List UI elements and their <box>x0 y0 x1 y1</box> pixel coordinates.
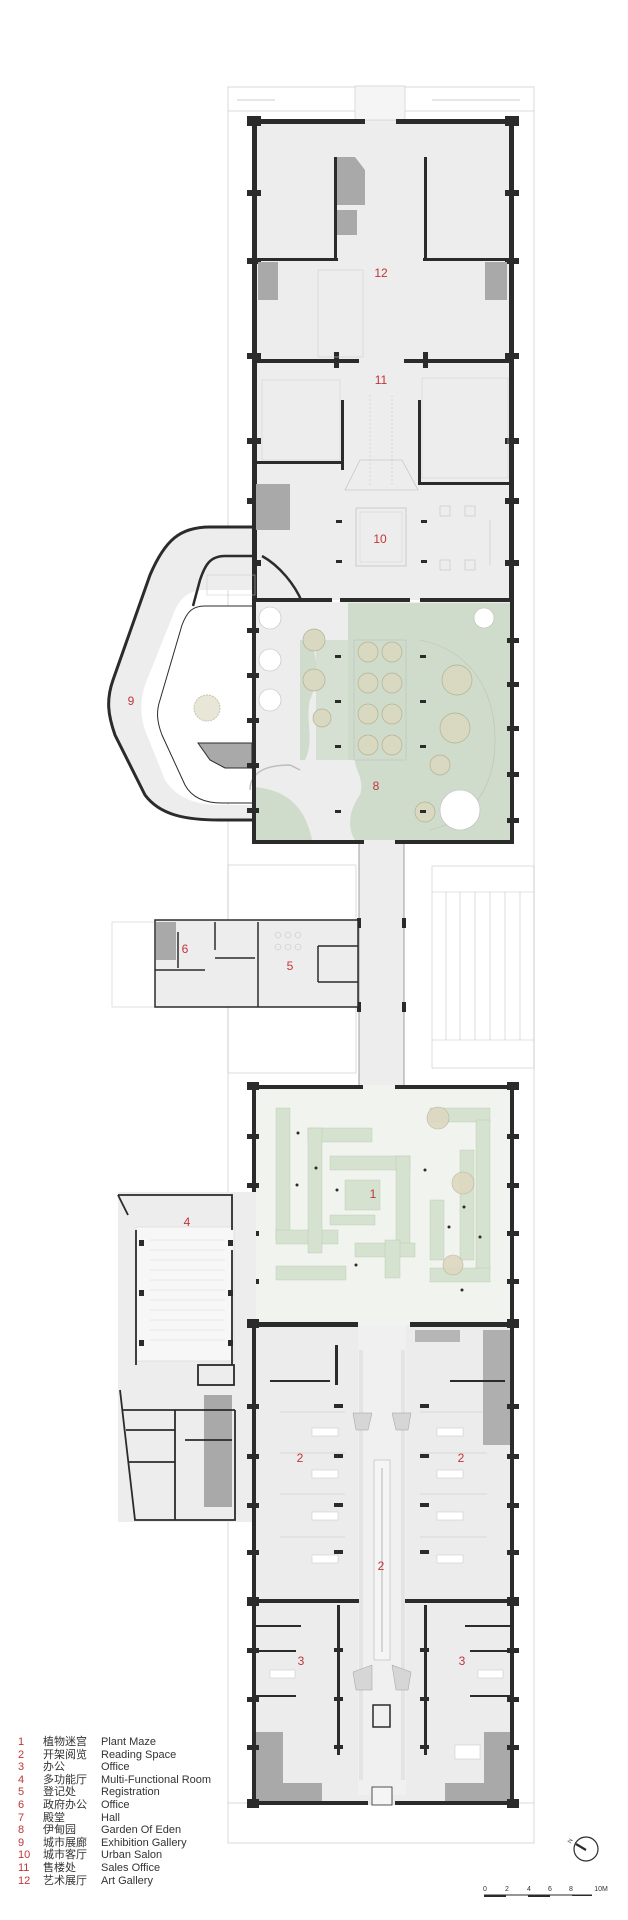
room-number-label: 12 <box>374 266 388 280</box>
south-building <box>247 1319 519 1808</box>
legend-number: 9 <box>18 1836 25 1849</box>
room-number-label: 3 <box>298 1654 305 1668</box>
legend-item: 6 政府办公 Office <box>18 1799 238 1812</box>
legend-english-label: Office <box>101 1798 130 1811</box>
maze-tiles <box>275 1107 491 1283</box>
legend-chinese-label: 办公 <box>43 1761 65 1774</box>
legend-english-label: Office <box>101 1761 130 1774</box>
legend-number: 3 <box>18 1761 25 1774</box>
legend-number: 4 <box>18 1773 25 1786</box>
legend-number: 11 <box>18 1861 30 1874</box>
legend-item: 2 开架阅览 Reading Space <box>18 1749 238 1762</box>
legend-english-label: Urban Salon <box>101 1849 163 1862</box>
room-number-label: 9 <box>128 694 135 708</box>
legend-number: 7 <box>18 1811 25 1824</box>
seating-grid <box>150 1239 225 1341</box>
legend-number: 5 <box>18 1786 25 1799</box>
legend-english-label: Plant Maze <box>101 1736 157 1748</box>
legend-number: 1 <box>18 1736 25 1748</box>
legend-number: 2 <box>18 1748 25 1761</box>
north-building <box>237 85 520 602</box>
legend-number: 8 <box>18 1824 25 1837</box>
north-arrow-icon: N <box>567 1836 599 1862</box>
scale-tick-8: 8 <box>569 1886 573 1893</box>
legend-english-label: Multi-Functional Room <box>101 1773 212 1786</box>
connector-corridor <box>227 844 535 1086</box>
legend-chinese-label: 植物迷宫 <box>43 1736 87 1748</box>
exhibition-gallery-curve <box>107 525 304 822</box>
room-number-label: 8 <box>373 779 380 793</box>
legend-number: 6 <box>18 1798 25 1811</box>
room-number-label: 10 <box>373 532 387 546</box>
legend-chinese-label: 城市客厅 <box>43 1849 87 1862</box>
scale-tick-6: 6 <box>548 1886 552 1893</box>
legend-item: 4 多功能厅 Multi-Functional Room <box>18 1774 238 1787</box>
legend-chinese-label: 城市展廊 <box>43 1836 87 1849</box>
room-number-label: 11 <box>375 373 388 387</box>
room-number-label: 2 <box>297 1451 304 1465</box>
legend-chinese-label: 售楼处 <box>43 1861 76 1874</box>
legend-chinese-label: 开架阅览 <box>43 1748 87 1761</box>
legend-item: 1 植物迷宫 Plant Maze <box>18 1736 238 1749</box>
compass-north-label: N <box>567 1838 574 1845</box>
room-number-label: 3 <box>459 1654 466 1668</box>
legend-english-label: Hall <box>101 1811 120 1824</box>
legend-item: 11 售楼处 Sales Office <box>18 1862 238 1875</box>
legend-item: 9 城市展廊 Exhibition Gallery <box>18 1837 238 1850</box>
room-number-label: 2 <box>458 1451 465 1465</box>
legend-number: 12 <box>18 1874 31 1887</box>
scale-tick-4: 4 <box>527 1886 531 1893</box>
legend-english-label: Exhibition Gallery <box>101 1836 187 1849</box>
room-number-label: 2 <box>378 1559 385 1573</box>
legend-item: 10 城市客厅 Urban Salon <box>18 1849 238 1862</box>
legend-item: 3 办公 Office <box>18 1761 238 1774</box>
legend-chinese-label: 政府办公 <box>43 1798 87 1811</box>
legend-item: 7 殿堂 Hall <box>18 1812 238 1825</box>
legend-chinese-label: 殿堂 <box>43 1811 65 1824</box>
room-number-label: 4 <box>184 1215 191 1229</box>
reading-tables <box>269 1427 504 1760</box>
legend-english-label: Registration <box>101 1786 160 1799</box>
legend: 1 植物迷宫 Plant Maze 2 开架阅览 Reading Space 3 办公 Of… <box>18 1736 238 1887</box>
legend-english-label: Sales Office <box>101 1861 161 1874</box>
legend-english-label: Reading Space <box>101 1748 177 1761</box>
garden-building <box>247 602 519 844</box>
legend-item: 5 登记处 Registration <box>18 1786 238 1799</box>
legend-chinese-label: 艺术展厅 <box>43 1874 87 1887</box>
scale-end-label: 10M <box>594 1886 608 1893</box>
legend-item: 8 伊甸园 Garden Of Eden <box>18 1824 238 1837</box>
legend-chinese-label: 登记处 <box>43 1786 76 1799</box>
registration-wing <box>111 919 359 1008</box>
room-number-label: 6 <box>182 942 189 956</box>
scale-bar: 0 2 4 6 8 10M <box>483 1886 608 1897</box>
legend-english-label: Art Gallery <box>101 1874 153 1887</box>
legend-number: 10 <box>18 1849 31 1862</box>
room-number-label: 5 <box>287 959 294 973</box>
maze-building <box>247 1082 519 1325</box>
legend-item: 12 艺术展厅 Art Gallery <box>18 1875 238 1888</box>
scale-tick-2: 2 <box>505 1886 509 1893</box>
scale-tick-0: 0 <box>483 1886 487 1893</box>
legend-chinese-label: 多功能厅 <box>43 1773 87 1786</box>
legend-english-label: Garden Of Eden <box>101 1824 182 1837</box>
legend-chinese-label: 伊甸园 <box>43 1824 76 1837</box>
room-number-label: 1 <box>370 1187 377 1201</box>
multi-functional-wing <box>117 1192 256 1522</box>
